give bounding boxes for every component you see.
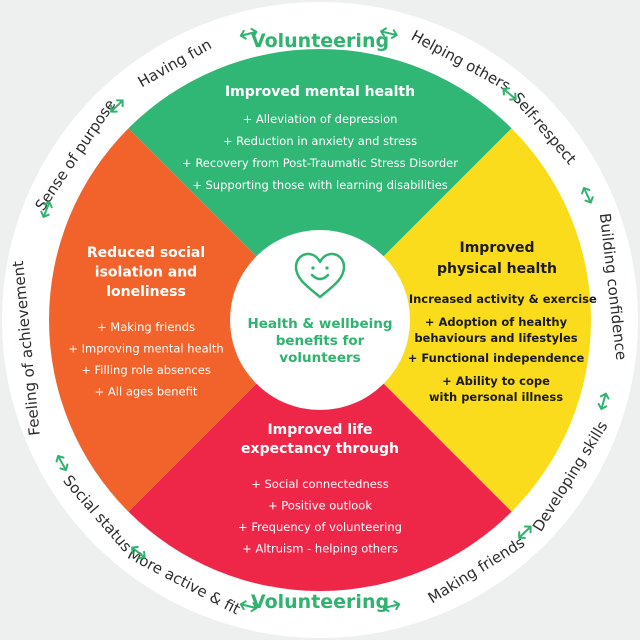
mental-health-text: Improved mental health + Alleviation of d… xyxy=(182,84,458,192)
social-title-1: isolation and xyxy=(95,265,197,281)
quadrants xyxy=(49,49,591,591)
mental-health-quadrant xyxy=(49,49,591,320)
double-arrow-icon xyxy=(581,187,594,204)
life-expectancy-text: Improved life expectancy through + Social … xyxy=(238,422,402,556)
center-line-2: benefits for xyxy=(276,333,365,349)
life-item-2: + Frequency of volunteering xyxy=(238,520,402,534)
center-line-3: volunteers xyxy=(279,350,360,366)
double-arrow-icon xyxy=(502,87,517,101)
physical-item-4: + Ability to cope xyxy=(442,374,550,388)
center-line-1: Health & wellbeing xyxy=(247,316,392,332)
social-item-1: + Improving mental health xyxy=(68,342,223,356)
social-isolation-quadrant xyxy=(49,49,320,591)
social-item-0: + Making friends xyxy=(97,320,195,334)
mental-item-0: + Alleviation of depression xyxy=(243,112,398,126)
physical-health-text: Improved physical health + Increased activ… xyxy=(395,240,597,404)
social-title-0: Reduced social xyxy=(87,245,205,261)
double-arrow-icon xyxy=(380,27,398,40)
center-circle xyxy=(230,230,410,410)
double-arrow-icon xyxy=(239,600,258,613)
double-arrow-icon xyxy=(131,545,146,560)
ring-arrows xyxy=(40,27,610,613)
life-item-0: + Social connectedness xyxy=(251,477,389,491)
double-arrow-icon xyxy=(518,525,532,539)
physical-title-1: physical health xyxy=(437,261,557,277)
double-arrow-icon xyxy=(382,600,401,613)
ring-title-top: Volunteering xyxy=(251,30,389,52)
smiling-heart-icon xyxy=(294,252,346,299)
physical-health-quadrant xyxy=(320,49,591,591)
double-arrow-icon xyxy=(40,201,53,218)
mental-item-2: + Recovery from Post-Traumatic Stress Di… xyxy=(182,156,458,170)
mental-item-1: + Reduction in anxiety and stress xyxy=(223,134,417,148)
physical-item-3: + Functional independence xyxy=(408,351,585,365)
life-title-0: Improved life xyxy=(267,422,372,438)
mental-item-3: + Supporting those with learning disabil… xyxy=(192,178,448,192)
life-item-3: + Altruism - helping others xyxy=(242,542,398,556)
social-item-3: + All ages benefit xyxy=(95,385,198,399)
social-isolation-text: Reduced social isolation and loneliness + M… xyxy=(68,245,223,399)
life-expectancy-quadrant xyxy=(49,320,591,591)
physical-item-5: with personal illness xyxy=(429,390,563,404)
life-item-1: + Positive outlook xyxy=(268,499,372,513)
double-arrow-icon xyxy=(55,455,69,471)
double-arrow-icon xyxy=(110,99,124,113)
physical-title-0: Improved xyxy=(460,240,535,256)
physical-item-0: + Increased activity & exercise xyxy=(395,292,597,306)
physical-item-2: behaviours and lifestyles xyxy=(414,331,577,345)
mental-title-0: Improved mental health xyxy=(225,84,415,100)
ring-title-bottom: Volunteering xyxy=(251,591,389,613)
social-item-2: + Filling role absences xyxy=(81,363,211,377)
double-arrow-icon xyxy=(597,392,610,410)
life-title-1: expectancy through xyxy=(241,441,399,457)
physical-item-1: + Adoption of healthy xyxy=(425,315,568,329)
double-arrow-icon xyxy=(239,27,258,40)
social-title-2: loneliness xyxy=(106,284,186,300)
